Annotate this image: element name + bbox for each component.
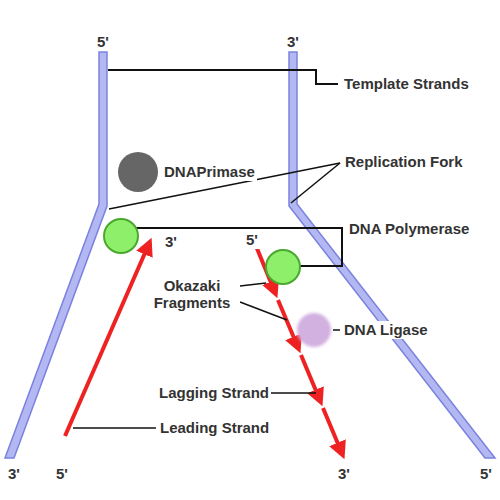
strand-end-label: 5' xyxy=(95,33,111,50)
leader-line xyxy=(73,427,156,429)
polymerase-enzyme xyxy=(266,250,300,284)
part-label: Lagging Strand xyxy=(157,384,271,401)
strand-end-label: 3' xyxy=(336,465,352,482)
leader-line xyxy=(240,302,287,320)
leader-line xyxy=(264,392,316,394)
polymerase-enzyme xyxy=(104,219,138,253)
strand-end-label: 5' xyxy=(54,465,70,482)
leader-line xyxy=(136,228,342,266)
strand-end-label: 5' xyxy=(244,231,260,248)
part-label: DNA Ligase xyxy=(342,321,430,338)
part-label: Okazaki Fragments xyxy=(144,277,240,312)
leading-strand xyxy=(65,246,148,436)
strand-end-label: 5' xyxy=(478,465,494,482)
template-strand xyxy=(5,52,107,458)
part-label: Leading Strand xyxy=(158,419,271,436)
leader-line xyxy=(291,163,340,203)
leader-line xyxy=(240,283,266,286)
strand-end-label: 3' xyxy=(285,33,301,50)
okazaki-fragment xyxy=(323,408,341,451)
leader-line xyxy=(333,329,340,331)
part-label: Replication Fork xyxy=(343,153,465,170)
part-label: DNAPrimase xyxy=(162,163,257,180)
template-strand xyxy=(289,52,495,458)
part-label: DNA Polymerase xyxy=(347,220,471,237)
leader-line xyxy=(108,70,338,84)
strand-end-label: 3' xyxy=(6,465,22,482)
strand-end-label: 3' xyxy=(163,233,179,250)
okazaki-fragment xyxy=(301,355,319,398)
okazaki-fragment xyxy=(278,300,297,345)
ligase-enzyme xyxy=(297,313,331,347)
part-label: Template Strands xyxy=(342,75,471,92)
primase-enzyme xyxy=(118,152,158,192)
